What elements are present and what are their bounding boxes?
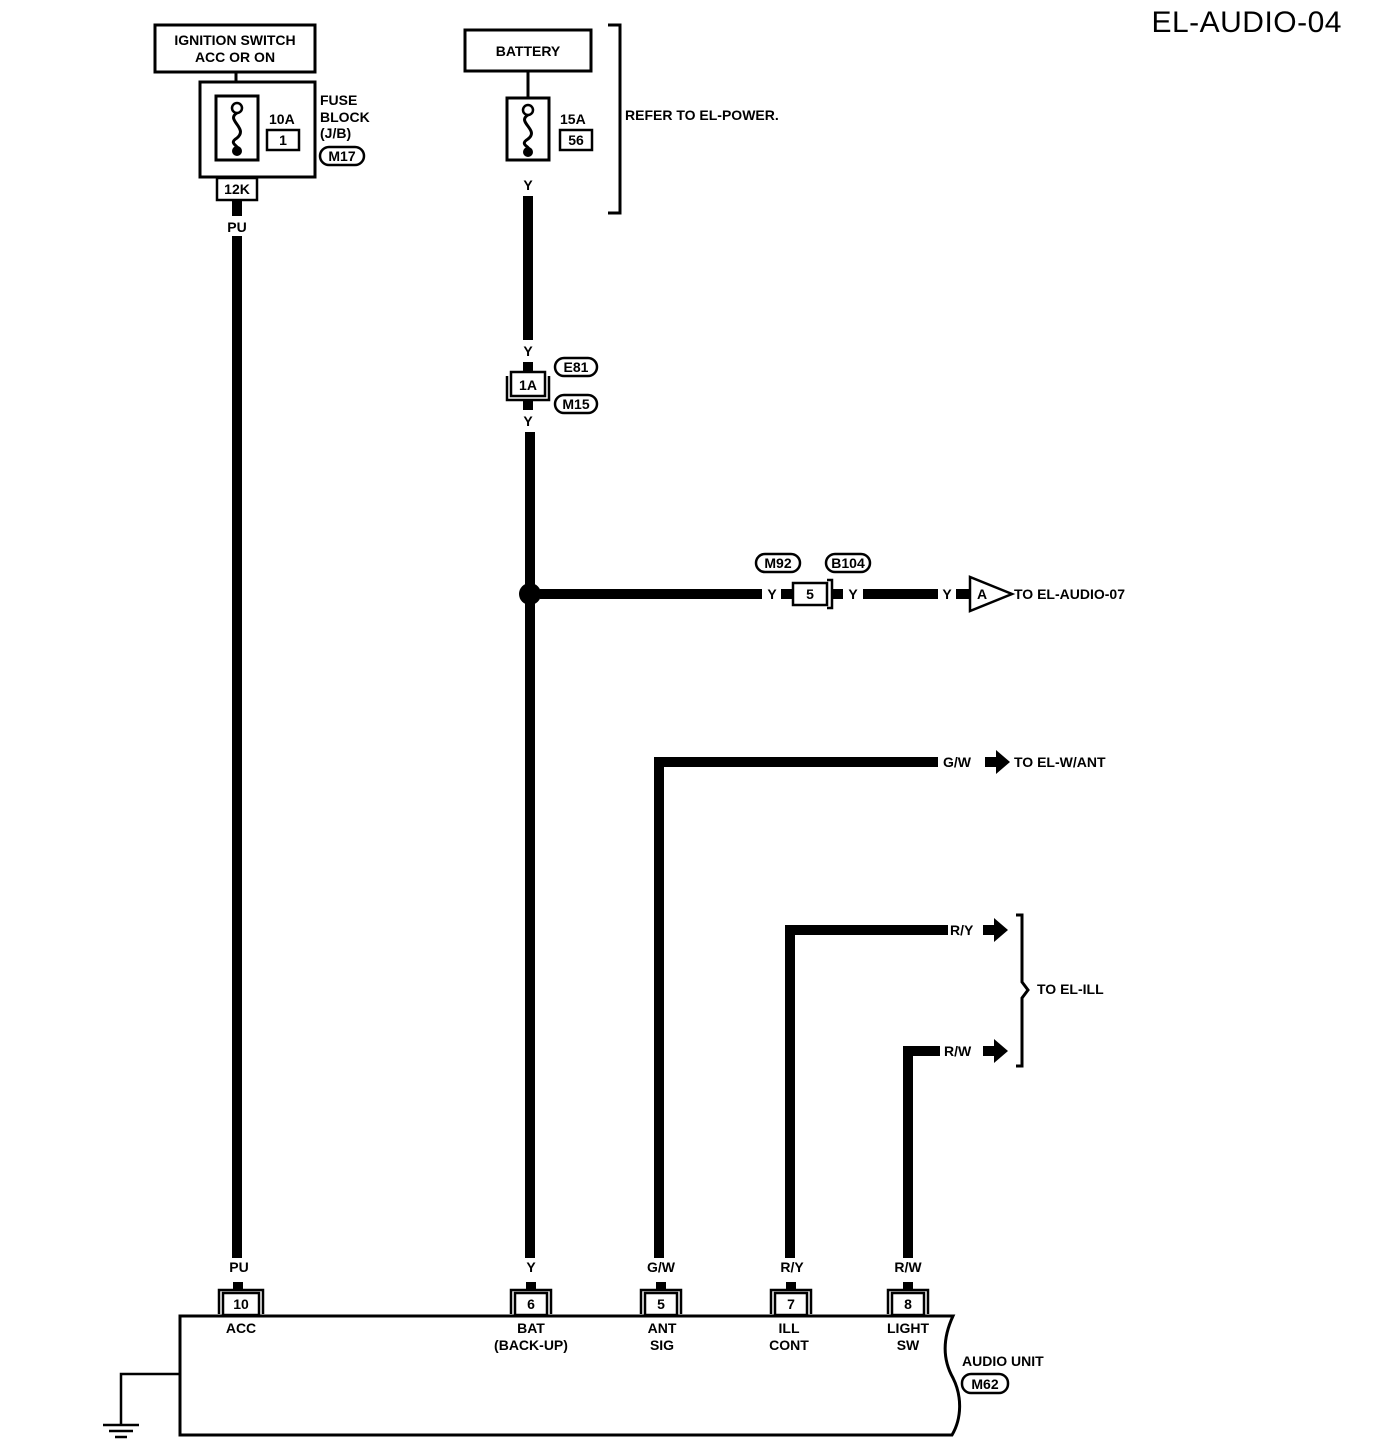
terminal-10: 10 ACC [217, 1282, 265, 1336]
to-ill-label: TO EL-ILL [1037, 981, 1104, 997]
ignition-switch: IGNITION SWITCH ACC OR ON [153, 23, 317, 74]
wire-color-pu-bottom: PU [229, 1259, 248, 1275]
wire-color-pu-top: PU [227, 219, 246, 235]
terminal-number: 5 [657, 1296, 665, 1312]
fuse-open-terminal [230, 101, 244, 115]
terminal-name: LIGHT [887, 1320, 929, 1336]
wire-color-ry-top: R/Y [950, 922, 974, 938]
fuse-block-connector: M17 [328, 148, 355, 164]
to-want-arrow-icon [985, 750, 1010, 774]
wire-color-y-top: Y [523, 177, 533, 193]
terminal-name: ACC [226, 1320, 256, 1336]
wire-color-y-branch-2: Y [848, 586, 858, 602]
joint-connector-lower: M15 [562, 396, 589, 412]
to-audio07-marker: A [977, 586, 987, 602]
branch-connector-terminal: 5 [806, 586, 814, 602]
wire-color-y-branch-1: Y [767, 586, 777, 602]
terminal-name-2: CONT [769, 1337, 809, 1353]
joint-connector-terminal: 1A [519, 377, 537, 393]
terminal-name: ANT [648, 1320, 677, 1336]
battery-fuse-rating: 15A [560, 111, 586, 127]
terminal-5: 5 ANT SIG [639, 1282, 683, 1353]
terminal-name-2: (BACK-UP) [494, 1337, 568, 1353]
fuse-block-label-3: (J/B) [320, 125, 351, 141]
fuse-block: 10A 1 FUSE BLOCK (J/B) M17 [198, 80, 370, 179]
battery-fuse-closed-terminal [523, 147, 533, 157]
ignition-switch-label: IGNITION SWITCH [174, 32, 295, 48]
terminal-number: 7 [787, 1296, 795, 1312]
fuse-closed-terminal [232, 146, 242, 156]
wire-rw [903, 1046, 940, 1258]
battery-label: BATTERY [496, 43, 561, 59]
terminal-6: 6 BAT (BACK-UP) [494, 1282, 568, 1353]
to-ill-arrow-icon-2 [983, 1039, 1008, 1063]
battery-fuse: 15A 56 [505, 96, 594, 162]
ill-brace [1016, 913, 1030, 1068]
terminal-number: 8 [904, 1296, 912, 1312]
terminal-name-2: SIG [650, 1337, 674, 1353]
wire-color-gw-top: G/W [943, 754, 972, 770]
ignition-switch-sublabel: ACC OR ON [195, 49, 275, 65]
terminal-7: 7 ILL CONT [769, 1282, 813, 1353]
to-ill-arrow-icon-1 [983, 918, 1008, 942]
refer-note: REFER TO EL-POWER. [625, 107, 779, 123]
audio-unit-name: AUDIO UNIT [962, 1353, 1044, 1369]
battery-fuse-number: 56 [568, 132, 584, 148]
wire-color-y-joint-bottom: Y [523, 413, 533, 429]
ground-icon [103, 1372, 180, 1439]
terminal-number: 6 [527, 1296, 535, 1312]
joint-connector-upper: E81 [564, 359, 589, 375]
to-audio07-marker-icon: A [968, 575, 1016, 613]
terminal-name: ILL [779, 1320, 800, 1336]
audio-unit-connector: M62 [971, 1376, 998, 1392]
audio-unit: AUDIO UNIT M62 [178, 1314, 1044, 1437]
fuse-block-label: FUSE [320, 92, 357, 108]
battery: BATTERY [463, 28, 593, 73]
terminal-name-2: SW [897, 1337, 920, 1353]
to-want-label: TO EL-W/ANT [1014, 754, 1106, 770]
wire-color-rw-top: R/W [944, 1043, 972, 1059]
refer-bracket [608, 23, 622, 215]
terminal-8: 8 LIGHT SW [886, 1282, 929, 1353]
diagram-title: EL-AUDIO-04 [1151, 6, 1342, 39]
wire-color-rw-bottom: R/W [894, 1259, 922, 1275]
battery-fuse-open-terminal [521, 103, 535, 117]
wire-color-y-branch-3: Y [942, 586, 952, 602]
branch-connector-right: B104 [831, 555, 865, 571]
branch-connector: 5 M92 B104 [754, 552, 872, 610]
wire-color-gw-bottom: G/W [647, 1259, 676, 1275]
wire-color-y-bottom: Y [526, 1259, 536, 1275]
fuse-block-terminal-number: 12K [224, 181, 250, 197]
branch-connector-left: M92 [764, 555, 791, 571]
terminal-name: BAT [517, 1320, 545, 1336]
wire-color-ry-bottom: R/Y [780, 1259, 804, 1275]
fuse-block-label-2: BLOCK [320, 109, 370, 125]
to-audio07-label: TO EL-AUDIO-07 [1014, 586, 1125, 602]
fuse-block-terminal: 12K [215, 176, 259, 202]
joint-connector: 1A E81 M15 [505, 356, 599, 415]
splice-dot [519, 583, 541, 605]
wire-color-y-joint-top: Y [523, 343, 533, 359]
wire-gw [654, 757, 938, 1258]
fuse-rating: 10A [269, 111, 295, 127]
wire-ry [785, 925, 948, 1258]
terminal-number: 10 [233, 1296, 249, 1312]
fuse-number: 1 [279, 132, 287, 148]
